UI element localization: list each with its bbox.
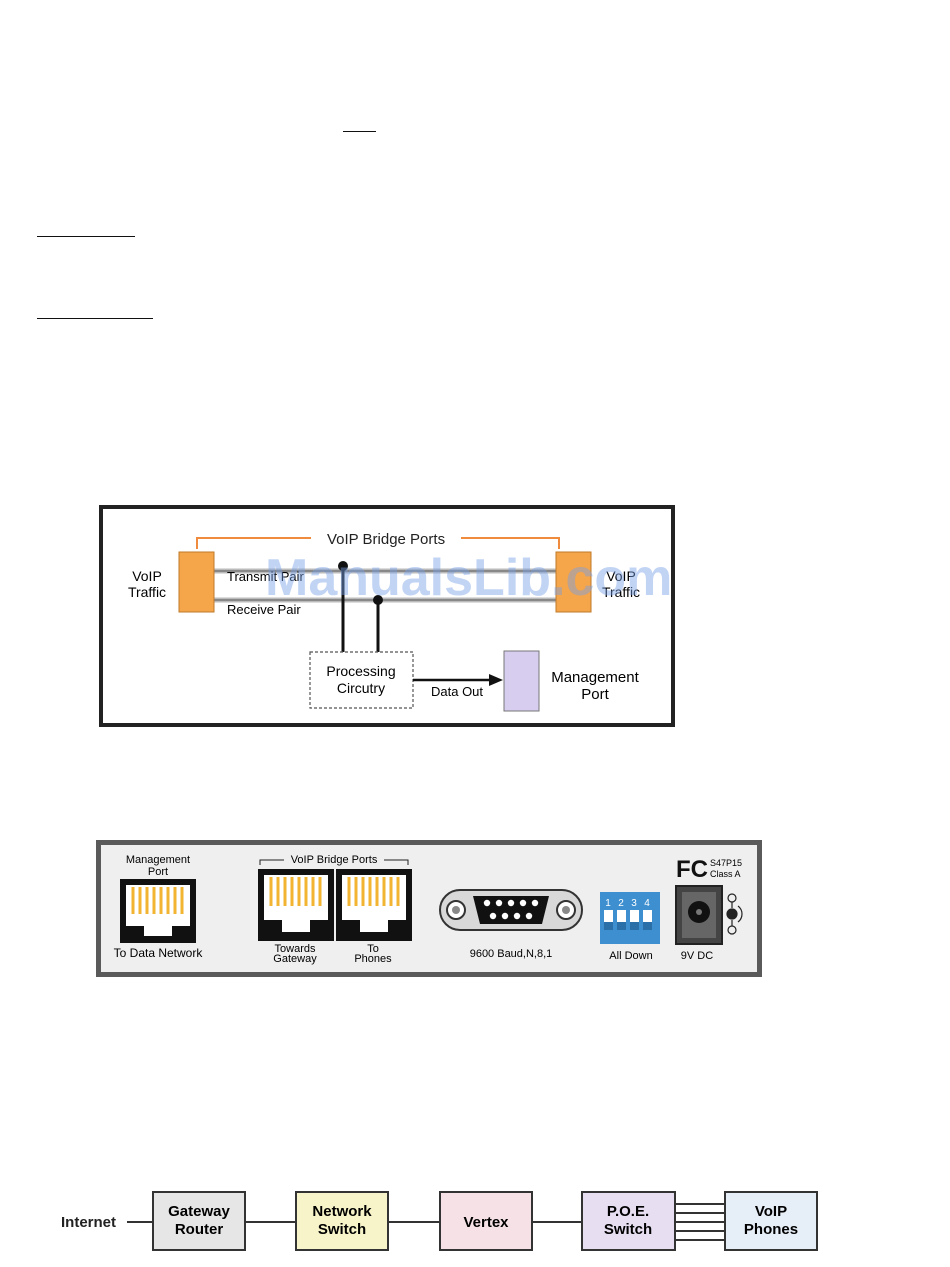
management-label-2: Port: [581, 686, 609, 703]
left-traffic-label-2: Traffic: [128, 584, 166, 600]
network-switch-label-2: Switch: [318, 1221, 366, 1238]
to-label-1: To: [367, 943, 379, 955]
dip-number-1: 1: [605, 898, 611, 909]
processing-label-1: Processing: [326, 663, 395, 679]
to-phones-rj45-jack: [336, 869, 412, 941]
mgmt-port-label-2: Port: [148, 866, 168, 878]
receive-tap-dot: [373, 595, 383, 605]
power-jack: [675, 885, 723, 945]
internet-label: Internet: [61, 1214, 116, 1231]
towards-label-1: Towards: [275, 943, 316, 955]
network-switch-label-1: Network: [312, 1203, 372, 1220]
transmit-tap-dot: [338, 561, 348, 571]
data-out-label: Data Out: [431, 684, 483, 699]
network-topology-diagram: Internet Gateway Router Network Switch V…: [61, 1191, 818, 1251]
dip-number-2: 2: [618, 898, 624, 909]
dip-switch: [600, 892, 660, 944]
processing-circuitry-box: [309, 651, 414, 709]
right-traffic-label-2: Traffic: [602, 584, 640, 600]
poe-switch-label-1: P.O.E.: [607, 1203, 649, 1220]
voip-phones-label-1: VoIP: [755, 1203, 787, 1220]
towards-gateway-rj45-jack: [258, 869, 334, 941]
bridge-diagram: VoIP Bridge Ports VoIP Traffic VoIP Traf…: [99, 505, 675, 727]
mgmt-port-label-1: Management: [126, 854, 190, 866]
dip-number-3: 3: [631, 898, 637, 909]
dip-label: All Down: [609, 950, 652, 962]
serial-db9-connector: [439, 889, 583, 931]
left-bridge-port: [178, 551, 215, 613]
fcc-id: S47P15: [710, 858, 742, 868]
gateway-router-box: [152, 1191, 246, 1251]
gateway-router-label-1: Gateway: [168, 1203, 230, 1220]
power-label: 9V DC: [681, 950, 713, 962]
left-traffic-label-1: VoIP: [132, 568, 162, 584]
watermark: ManualsLib.com: [265, 549, 673, 607]
bridge-ports-label: VoIP Bridge Ports: [291, 854, 378, 866]
network-switch-box: [295, 1191, 389, 1251]
vertex-label: Vertex: [463, 1214, 509, 1231]
underline-rule-2: [37, 236, 135, 237]
voip-phones-label-2: Phones: [744, 1221, 798, 1238]
fcc-logo: FC: [676, 856, 708, 883]
management-port-box: [503, 650, 540, 712]
management-label-1: Management: [551, 669, 639, 686]
data-out-arrowhead: [489, 674, 503, 686]
dip-number-4: 4: [644, 898, 650, 909]
towards-label-2: Gateway: [273, 953, 317, 965]
right-traffic-label-1: VoIP: [606, 568, 636, 584]
to-data-network-label: To Data Network: [114, 946, 204, 960]
transmit-pair-label: Transmit Pair: [227, 569, 304, 584]
underline-rule-3: [37, 318, 153, 319]
receive-pair-label: Receive Pair: [227, 602, 301, 617]
poe-switch-box: [581, 1191, 676, 1251]
right-bridge-port: [555, 551, 592, 613]
gateway-router-label-2: Router: [175, 1221, 223, 1238]
rear-panel-diagram: Management Port To Data Network VoIP Bri…: [96, 840, 762, 977]
polarity-icon: [726, 893, 743, 935]
vertex-box: [439, 1191, 533, 1251]
voip-phones-box: [724, 1191, 818, 1251]
bridge-ports-header: VoIP Bridge Ports: [327, 531, 445, 548]
processing-label-2: Circutry: [337, 680, 385, 696]
management-rj45-jack: [120, 879, 196, 943]
serial-label: 9600 Baud,N,8,1: [470, 948, 553, 960]
poe-switch-label-2: Switch: [604, 1221, 652, 1238]
underline-rule-1: [343, 131, 376, 132]
to-label-2: Phones: [354, 953, 392, 965]
fcc-class: Class A: [710, 869, 741, 879]
